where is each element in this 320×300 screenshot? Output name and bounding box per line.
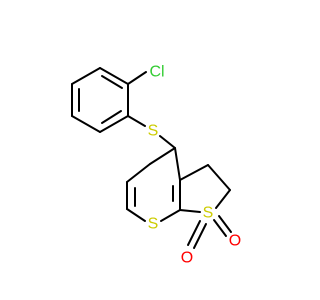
bond (149, 147, 176, 165)
bond (179, 164, 209, 181)
ring-sulfur-atom: S (148, 216, 159, 233)
bond (99, 67, 129, 85)
bond (126, 163, 151, 183)
thioether-sulfur-atom: S (148, 123, 159, 140)
bond (126, 208, 146, 222)
double-bond-inner (101, 75, 123, 89)
bond (71, 67, 101, 85)
molecule-drawing: Cl S S S O (71, 64, 241, 267)
bond (179, 209, 201, 213)
oxygen-atom-2: O (229, 233, 241, 250)
structure-diagram: Cl S S S O (71, 64, 241, 267)
double-bond-inner (101, 110, 122, 124)
bond (174, 147, 181, 181)
sulfone-double-bond (187, 220, 201, 246)
sulfone-sulfur-atom: S (203, 205, 214, 222)
dihydrothiophene-ring (179, 164, 231, 213)
bond-sulfur-to-c4 (159, 135, 176, 149)
benzene-ring (71, 67, 129, 133)
sulfone-double-bond (193, 223, 207, 249)
bond (207, 164, 231, 191)
bond (160, 209, 181, 222)
sulfone-double-bond (213, 219, 227, 237)
thiopyran-ring (126, 147, 181, 222)
oxygen-atom-1: O (181, 250, 193, 267)
bond (99, 115, 129, 133)
bond (71, 115, 101, 133)
bond-aryl-to-sulfur (127, 115, 146, 127)
bond-to-chlorine (127, 71, 147, 85)
sulfone-double-bond (218, 215, 232, 233)
bond (215, 189, 231, 209)
chlorine-atom: Cl (149, 64, 164, 81)
